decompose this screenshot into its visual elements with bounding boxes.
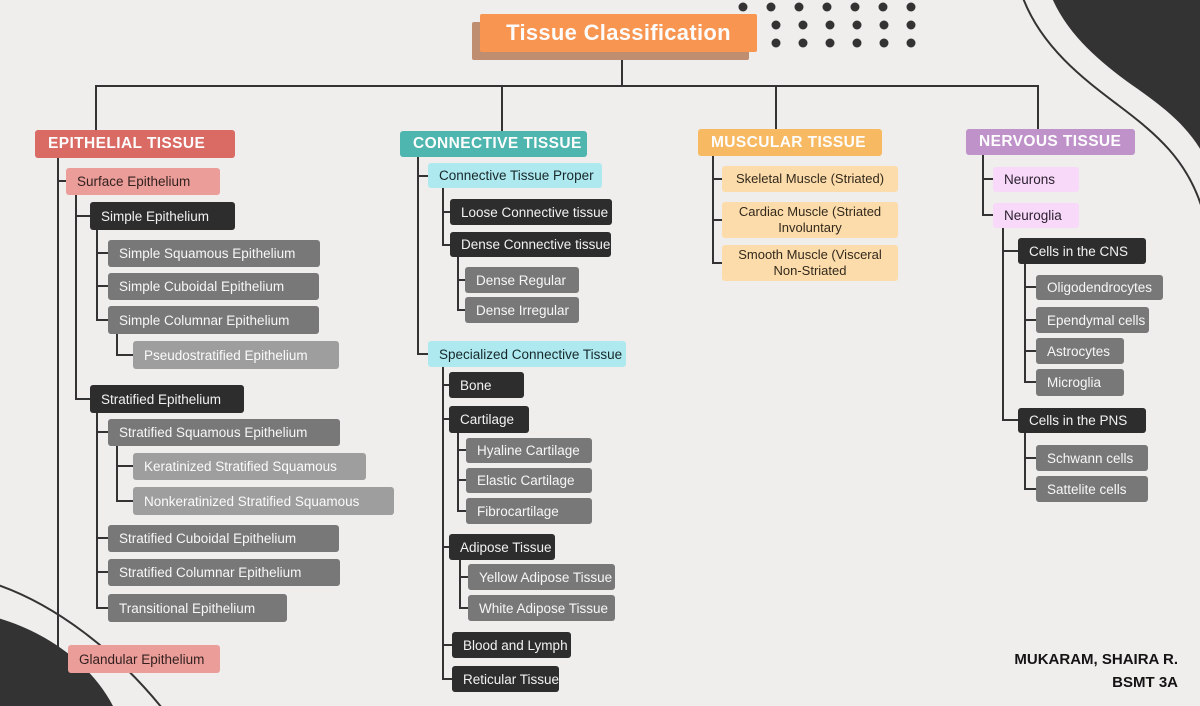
decorative-dot [794,2,804,12]
decorative-dot [879,20,889,30]
connector-line [457,257,465,311]
decorative-dot [738,2,748,12]
node-white-adipose-tissue: White Adipose Tissue [468,595,615,621]
node-neurons: Neurons [993,167,1079,192]
decorative-dot [850,2,860,12]
credit-text: MUKARAM, SHAIRA R. BSMT 3A [1014,649,1178,694]
node-loose-connective-tissue: Loose Connective tissue [450,199,612,225]
node-transitional-epithelium: Transitional Epithelium [108,594,287,622]
decorative-dot [825,38,835,48]
decorative-dot [798,38,808,48]
corner-blob-bottom-left [0,618,113,706]
node-simple-squamous-epithelium: Simple Squamous Epithelium [108,240,320,267]
node-cells-in-the-cns: Cells in the CNS [1018,238,1146,264]
node-simple-cuboidal-epithelium: Simple Cuboidal Epithelium [108,273,319,300]
node-neuroglia: Neuroglia [993,203,1079,228]
node-cells-in-the-pns: Cells in the PNS [1018,408,1146,433]
node-muscular-tissue: MUSCULAR TISSUE [698,129,882,156]
node-dense-irregular: Dense Irregular [465,297,579,323]
node-epithelial-tissue: EPITHELIAL TISSUE [35,130,235,158]
corner-curve-bottom-left [0,584,162,706]
node-nervous-tissue: NERVOUS TISSUE [966,129,1135,155]
connector-line [75,195,90,400]
node-yellow-adipose-tissue: Yellow Adipose Tissue [468,564,615,590]
decorative-dot [771,20,781,30]
dot-grid-decoration [738,2,916,48]
decorative-dot [852,38,862,48]
node-dense-connective-tissue: Dense Connective tissue [450,232,611,257]
connector-line [442,367,452,680]
decorative-dot [771,38,781,48]
node-skeletal-muscle: Skeletal Muscle (Striated) [722,166,898,192]
node-nonkeratinized-stratified-squamous: Nonkeratinized Stratified Squamous [133,487,394,515]
node-dense-regular: Dense Regular [465,267,579,293]
node-simple-columnar-epithelium: Simple Columnar Epithelium [108,306,319,334]
decorative-dot [798,20,808,30]
node-connective-tissue: CONNECTIVE TISSUE [400,131,587,157]
decorative-dot [906,20,916,30]
node-stratified-columnar-epithelium: Stratified Columnar Epithelium [108,559,340,586]
decorative-dot [879,38,889,48]
connector-line [457,433,466,512]
decorative-dot [906,38,916,48]
connector-lines [57,52,1039,680]
node-hyaline-cartilage: Hyaline Cartilage [466,438,592,463]
decorative-dot [852,20,862,30]
node-keratinized-stratified-squamous: Keratinized Stratified Squamous [133,453,366,480]
node-microglia: Microglia [1036,369,1124,396]
connector-line [712,156,722,264]
node-stratified-epithelium: Stratified Epithelium [90,385,244,413]
connector-line [116,334,133,356]
node-cardiac-muscle: Cardiac Muscle (Striated Involuntary [722,202,898,238]
decorative-dot [878,2,888,12]
node-simple-epithelium: Simple Epithelium [90,202,235,230]
connector-line [57,157,68,660]
node-blood-and-lymph: Blood and Lymph [452,632,571,658]
credit-name: MUKARAM, SHAIRA R. [1014,651,1178,668]
connector-line [96,230,108,321]
diagram-title: Tissue Classification [480,14,757,52]
corner-curve-top-right [1022,0,1200,206]
decorative-dot [825,20,835,30]
connector-line [95,85,1039,130]
node-adipose-tissue: Adipose Tissue [449,534,555,560]
connector-line [96,413,108,609]
node-stratified-squamous-epithelium: Stratified Squamous Epithelium [108,419,340,446]
decorative-dot [822,2,832,12]
node-fibrocartilage: Fibrocartilage [466,498,592,524]
node-connective-tissue-proper: Connective Tissue Proper [428,163,602,188]
connector-line [1024,264,1036,383]
node-smooth-muscle: Smooth Muscle (Visceral Non-Striated [722,245,898,281]
node-cartilage: Cartilage [449,406,529,433]
node-surface-epithelium: Surface Epithelium [66,168,220,195]
node-schwann-cells: Schwann cells [1036,445,1148,471]
node-astrocytes: Astrocytes [1036,338,1124,364]
connector-line [982,155,993,216]
corner-blob-top-right [1052,0,1200,149]
connector-line [116,446,133,502]
node-stratified-cuboidal-epithelium: Stratified Cuboidal Epithelium [108,525,339,552]
connector-line [442,188,450,246]
node-oligodendrocytes: Oligodendrocytes [1036,275,1163,300]
node-specialized-connective-tissue: Specialized Connective Tissue [428,341,626,367]
decorative-dot [766,2,776,12]
credit-class: BSMT 3A [1112,673,1178,691]
node-glandular-epithelium: Glandular Epithelium [68,645,220,673]
decorative-dot [906,2,916,12]
connector-line [1024,433,1036,490]
node-elastic-cartilage: Elastic Cartilage [466,468,592,493]
connector-line [1002,228,1018,421]
node-sattelite-cells: Sattelite cells [1036,476,1148,502]
node-ependymal-cells: Ependymal cells [1036,307,1149,333]
node-reticular-tissue: Reticular Tissue [452,666,559,692]
connector-line [417,156,428,355]
node-pseudostratified-epithelium: Pseudostratified Epithelium [133,341,339,369]
node-bone: Bone [449,372,524,398]
